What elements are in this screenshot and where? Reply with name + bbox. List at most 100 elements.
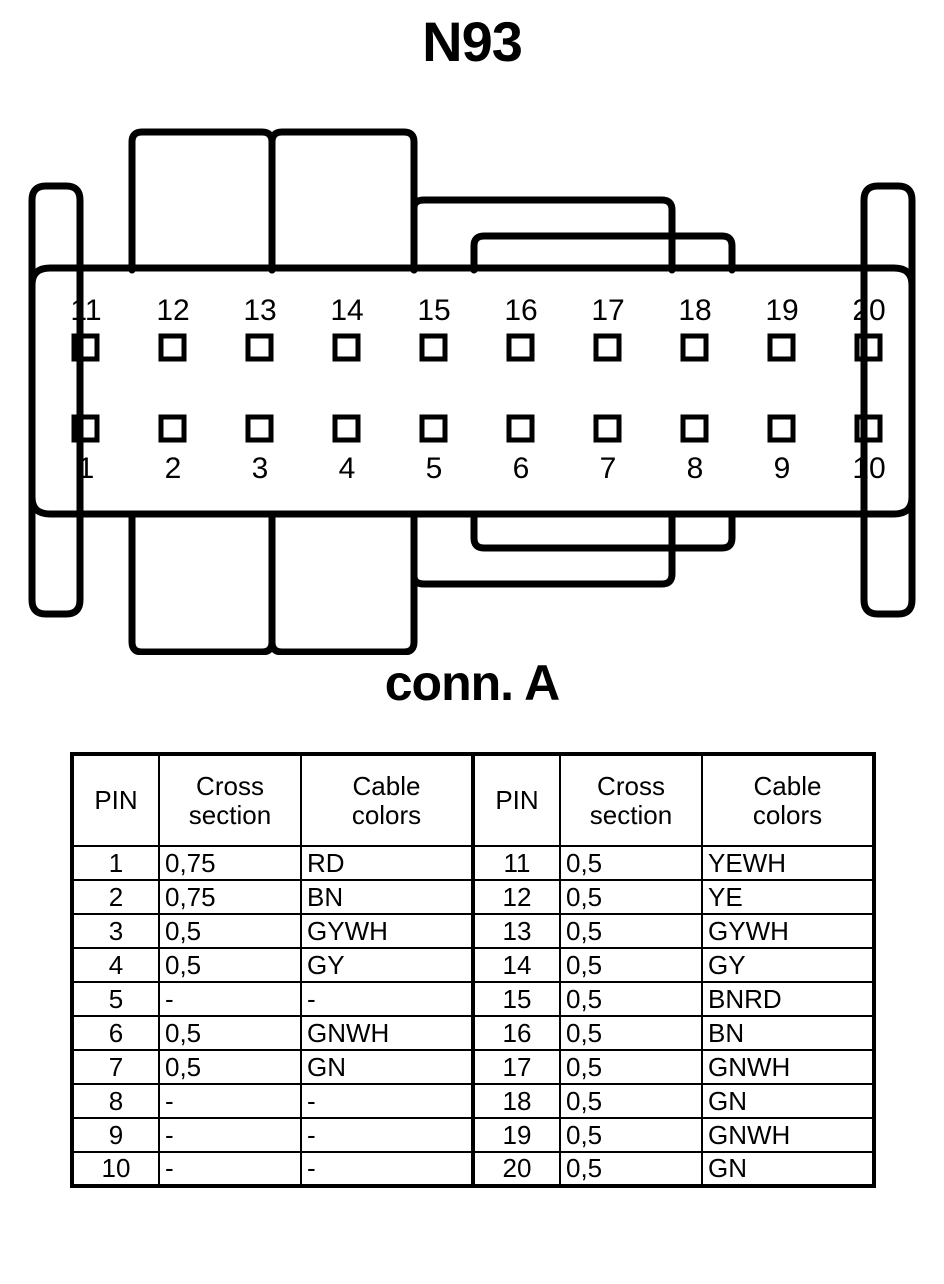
pin-square-8 (680, 414, 709, 443)
cell-cross-left: 0,5 (158, 1049, 302, 1085)
pin-square-3 (245, 414, 274, 443)
cell-cross-left: - (158, 1083, 302, 1119)
cell-pin-left: 5 (71, 981, 160, 1017)
cell-pin-right: 13 (471, 913, 561, 949)
pin-square-11 (71, 333, 100, 362)
header-pin-left: PIN (71, 753, 160, 847)
pin-labels-top-row: 11 12 13 14 15 16 17 18 19 20 (70, 294, 885, 327)
cell-pin-left: 2 (71, 879, 160, 915)
cell-pin-left: 6 (71, 1015, 160, 1051)
cell-cross-right: 0,5 (559, 947, 703, 983)
cell-cross-left: 0,75 (158, 879, 302, 915)
cell-color-left: GYWH (300, 913, 474, 949)
cell-pin-right: 19 (471, 1117, 561, 1153)
top-outer-shoulder (410, 196, 676, 274)
pin-square-20 (854, 333, 883, 362)
pin-square-12 (158, 333, 187, 362)
pin-label-19: 19 (765, 294, 798, 327)
cell-pin-left: 9 (71, 1117, 160, 1153)
cell-pin-right: 11 (471, 845, 561, 881)
pin-label-7: 7 (600, 452, 617, 485)
cell-pin-right: 14 (471, 947, 561, 983)
cell-cross-right: 0,5 (559, 1083, 703, 1119)
pin-label-13: 13 (243, 294, 276, 327)
cell-pin-left: 10 (71, 1151, 160, 1187)
bottom-right-block (268, 510, 418, 655)
cell-pin-left: 7 (71, 1049, 160, 1085)
pin-square-2 (158, 414, 187, 443)
cell-cross-left: 0,75 (158, 845, 302, 881)
pin-label-8: 8 (687, 452, 704, 485)
pin-label-2: 2 (165, 452, 182, 485)
cell-cross-left: - (158, 1151, 302, 1187)
cell-color-right: BNRD (701, 981, 875, 1017)
cell-pin-right: 15 (471, 981, 561, 1017)
pin-label-4: 4 (339, 452, 356, 485)
pin-square-17 (593, 333, 622, 362)
cell-color-left: - (300, 981, 474, 1017)
pin-label-11: 11 (70, 294, 101, 327)
cell-cross-left: - (158, 1117, 302, 1153)
cell-color-left: - (300, 1117, 474, 1153)
cell-color-left: GY (300, 947, 474, 983)
cell-color-right: GN (701, 1083, 875, 1119)
right-side-tab (860, 182, 916, 618)
header-cable-colors-left: Cable colors (300, 753, 474, 847)
header-pin-right: PIN (471, 753, 561, 847)
cell-pin-left: 4 (71, 947, 160, 983)
cell-color-right: GYWH (701, 913, 875, 949)
pin-square-6 (506, 414, 535, 443)
pin-label-18: 18 (678, 294, 711, 327)
top-inner-shoulder (470, 232, 736, 274)
pin-label-15: 15 (417, 294, 450, 327)
connector-outline-svg: 11 12 13 14 15 16 17 18 19 20 1 2 3 4 5 … (28, 128, 916, 655)
cell-pin-right: 18 (471, 1083, 561, 1119)
cell-cross-right: 0,5 (559, 1151, 703, 1187)
pin-square-13 (245, 333, 274, 362)
bottom-inner-shoulder (470, 510, 736, 552)
pin-label-20: 20 (852, 294, 885, 327)
cell-cross-right: 0,5 (559, 913, 703, 949)
header-cross-section-left: Cross section (158, 753, 302, 847)
cell-cross-left: 0,5 (158, 947, 302, 983)
pin-label-16: 16 (504, 294, 537, 327)
pin-square-10 (854, 414, 883, 443)
bottom-left-block (128, 510, 276, 655)
pin-square-7 (593, 414, 622, 443)
cell-cross-right: 0,5 (559, 1049, 703, 1085)
pin-squares-top-row (71, 333, 883, 362)
header-cross-right-line1: Cross (597, 771, 665, 802)
pin-label-3: 3 (252, 452, 269, 485)
header-color-left-line2: colors (351, 799, 422, 830)
pin-square-5 (419, 414, 448, 443)
cell-pin-right: 12 (471, 879, 561, 915)
cell-cross-left: 0,5 (158, 913, 302, 949)
cell-color-left: - (300, 1151, 474, 1187)
pin-labels-bottom-row: 1 2 3 4 5 6 7 8 9 10 (78, 452, 886, 485)
cell-color-left: - (300, 1083, 474, 1119)
cell-color-left: GNWH (300, 1015, 474, 1051)
cell-color-right: GNWH (701, 1049, 875, 1085)
header-color-right-line2: colors (752, 799, 823, 830)
pin-label-12: 12 (156, 294, 189, 327)
connector-caption: conn. A (384, 655, 560, 711)
cell-color-right: GNWH (701, 1117, 875, 1153)
cell-pin-left: 1 (71, 845, 160, 881)
cell-pin-left: 3 (71, 913, 160, 949)
cell-pin-left: 8 (71, 1083, 160, 1119)
cell-pin-right: 16 (471, 1015, 561, 1051)
pin-label-17: 17 (591, 294, 624, 327)
header-color-right-line1: Cable (753, 771, 822, 802)
header-pin-left-line1: PIN (94, 785, 138, 816)
pin-squares-bottom-row (71, 414, 883, 443)
cell-color-left: BN (300, 879, 474, 915)
header-pin-right-line1: PIN (495, 785, 539, 816)
pin-square-4 (332, 414, 361, 443)
table-header-row: PIN Cross section Cable colors PIN Cross… (71, 753, 875, 847)
